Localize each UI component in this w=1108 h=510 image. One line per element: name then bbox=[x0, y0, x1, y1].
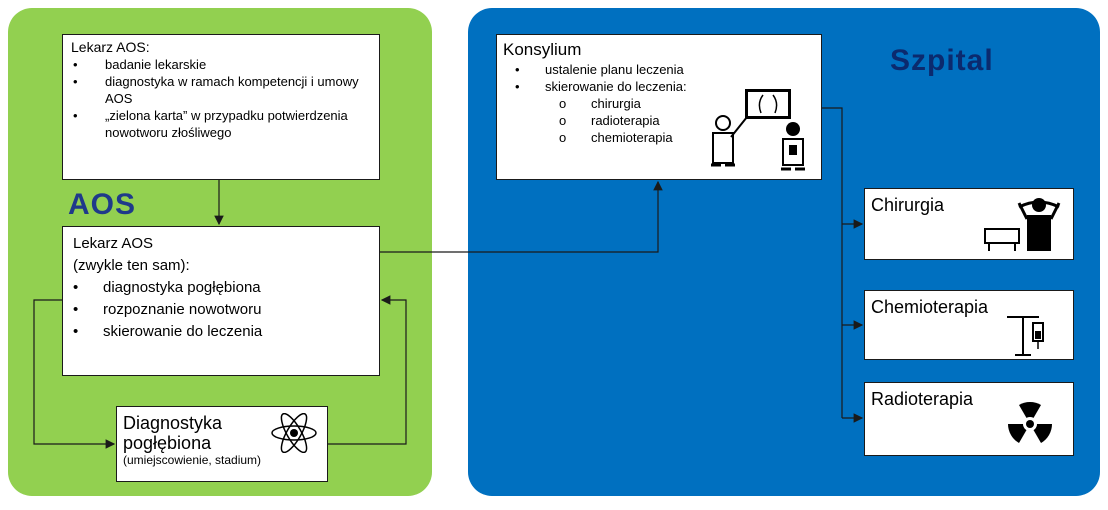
aos-doctor-list: badanie lekarskie diagnostyka w ramach k… bbox=[71, 56, 371, 141]
surgeon-icon bbox=[984, 198, 1061, 251]
list-item: badanie lekarskie bbox=[71, 56, 371, 73]
konsylium-branch-line bbox=[822, 107, 843, 418]
followup-title: Lekarz AOS bbox=[73, 235, 154, 252]
list-item: diagnostyka w ramach kompetencji i umowy… bbox=[71, 73, 371, 107]
diagnostics-box: Diagnostyka pogłębiona (umiejscowienie, … bbox=[116, 406, 328, 482]
radioterapia-box: Radioterapia bbox=[864, 382, 1074, 456]
diagnostics-title-line1: Diagnostyka bbox=[123, 413, 223, 433]
list-item: chirurgia bbox=[503, 95, 815, 112]
aos-doctor-title: Lekarz AOS: bbox=[71, 39, 150, 55]
aos-label: AOS bbox=[68, 188, 137, 221]
chirurgia-label: Chirurgia bbox=[871, 195, 945, 215]
list-item: ustalenie planu leczenia bbox=[503, 61, 815, 78]
konsylium-sublist: chirurgia radioterapia chemioterapia bbox=[503, 95, 815, 146]
aos-doctor-box: Lekarz AOS: badanie lekarskie diagnostyk… bbox=[62, 34, 380, 180]
diagnostics-note: (umiejscowienie, stadium) bbox=[123, 453, 262, 467]
list-item: skierowanie do leczenia bbox=[73, 321, 369, 343]
doctors-xray-icon bbox=[711, 89, 805, 171]
followup-list: diagnostyka pogłębiona rozpoznanie nowot… bbox=[73, 277, 369, 343]
arrow-aos2-to-konsylium bbox=[380, 180, 663, 253]
list-item: skierowanie do leczenia: bbox=[503, 78, 815, 95]
aos-doctor-followup-box: Lekarz AOS (zwykle ten sam): diagnostyka… bbox=[62, 226, 380, 376]
iv-drip-icon bbox=[1007, 316, 1044, 356]
list-item: „zielona karta” w przypadku potwierdzeni… bbox=[71, 107, 371, 141]
arrow-diag-to-aos2 bbox=[328, 295, 407, 445]
list-item: rozpoznanie nowotworu bbox=[73, 299, 369, 321]
diagnostics-title-line2: pogłębiona bbox=[123, 433, 212, 453]
konsylium-list: ustalenie planu leczenia skierowanie do … bbox=[503, 61, 815, 95]
szpital-label: Szpital bbox=[890, 44, 994, 77]
chemioterapia-label: Chemioterapia bbox=[871, 297, 989, 317]
atom-icon bbox=[271, 413, 317, 453]
list-item: chemioterapia bbox=[503, 129, 815, 146]
list-item: diagnostyka pogłębiona bbox=[73, 277, 369, 299]
list-item: radioterapia bbox=[503, 112, 815, 129]
konsylium-title: Konsylium bbox=[503, 40, 582, 59]
arrow-aos2-to-diag bbox=[33, 299, 116, 449]
radiation-icon bbox=[1008, 402, 1052, 443]
chemioterapia-box: Chemioterapia bbox=[864, 290, 1074, 360]
konsylium-box: Konsylium ustalenie planu leczenia skier… bbox=[496, 34, 822, 180]
chirurgia-box: Chirurgia bbox=[864, 188, 1074, 260]
radioterapia-label: Radioterapia bbox=[871, 389, 974, 409]
followup-subtitle: (zwykle ten sam): bbox=[73, 257, 190, 274]
